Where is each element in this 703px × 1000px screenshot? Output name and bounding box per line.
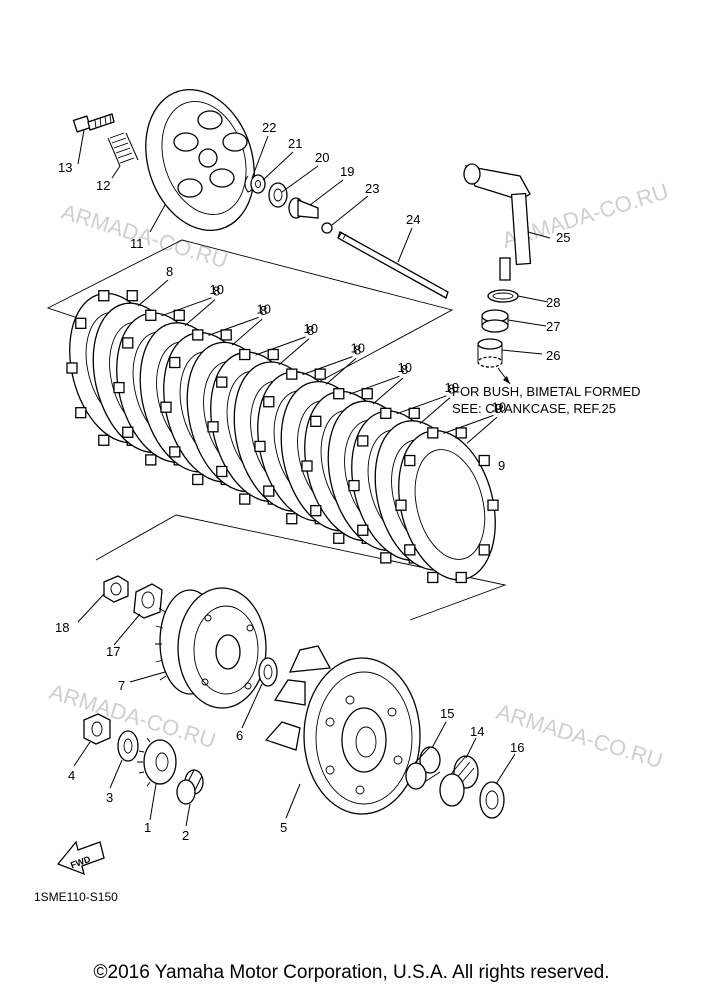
thrust-washer-16 <box>479 781 505 819</box>
lock-washer-17 <box>133 583 163 619</box>
push-rod-19 <box>288 197 319 219</box>
callout-2: 2 <box>182 828 189 843</box>
callout-21: 21 <box>288 136 302 151</box>
clutch-plate-stack <box>66 290 499 584</box>
clutch-boss-7 <box>155 587 267 709</box>
callout-labels: 1 2 3 4 5 6 7 9 11 12 13 14 15 16 17 18 … <box>55 120 570 843</box>
nut-18 <box>103 575 129 603</box>
plate-callout: 10 <box>492 399 506 414</box>
callout-13: 13 <box>58 160 72 175</box>
callout-15: 15 <box>440 706 454 721</box>
callout-17: 17 <box>106 644 120 659</box>
bearing-20 <box>268 182 288 208</box>
callout-3: 3 <box>106 790 113 805</box>
plate-leader-line <box>184 299 216 326</box>
plate-callout: 8 <box>213 284 220 299</box>
diagram-code: 1SME110-S150 <box>34 890 118 904</box>
washer-6 <box>258 657 278 687</box>
washer-3 <box>117 730 139 762</box>
callout-26: 26 <box>546 348 560 363</box>
nut-4 <box>83 713 111 745</box>
plate-leader-line <box>278 338 310 366</box>
collar-2 <box>176 769 204 805</box>
callout-24: 24 <box>406 212 420 227</box>
plate-callout: 10 <box>210 282 224 297</box>
plate-leader-line <box>208 316 259 336</box>
callout-28: 28 <box>546 295 560 310</box>
callout-5: 5 <box>280 820 287 835</box>
plate-leader-line <box>443 414 494 434</box>
copyright-notice: ©2016 Yamaha Motor Corporation, U.S.A. A… <box>93 962 610 983</box>
washer-21 <box>250 174 266 194</box>
note-line-1: FOR BUSH, BIMETAL FORMED <box>452 384 641 399</box>
plate-leader-line <box>161 297 212 317</box>
callout-22: 22 <box>262 120 276 135</box>
plate-callout: 10 <box>304 321 318 336</box>
callout-7: 7 <box>118 678 125 693</box>
callout-19: 19 <box>340 164 354 179</box>
watermark-5: ARMADA-CO.RU <box>494 699 666 773</box>
push-lever-shaft-25 <box>463 163 532 281</box>
bearing-27 <box>481 309 509 333</box>
plate-callout: 8 <box>260 303 267 318</box>
callout-4: 4 <box>68 768 75 783</box>
plate-leader-line <box>419 397 451 424</box>
callout-27: 27 <box>546 319 560 334</box>
plate-leader-line <box>466 416 498 444</box>
plate-callout: 10 <box>351 341 365 356</box>
plate-callout: 9 <box>495 401 502 416</box>
callout-25: 25 <box>556 230 570 245</box>
bolt-13 <box>72 113 115 133</box>
callout-14: 14 <box>470 724 484 739</box>
bush-26 <box>477 338 511 385</box>
push-rod-24 <box>337 231 449 299</box>
friction-plate <box>395 427 499 584</box>
fwd-arrow-icon: FWD <box>56 840 105 876</box>
plate-leader-line <box>372 377 404 405</box>
plate-leader-line <box>349 375 400 395</box>
callout-1: 1 <box>144 820 151 835</box>
callout-9: 9 <box>498 458 505 473</box>
callout-18: 18 <box>55 620 69 635</box>
plate-leader-line <box>302 356 353 376</box>
callout-16: 16 <box>510 740 524 755</box>
needle-bearing-14 <box>439 755 479 807</box>
plate-callout: 8 <box>166 264 173 279</box>
leader-lines <box>73 129 551 827</box>
pressure-plate-11 <box>145 89 255 231</box>
note-line-2: SEE: CRANKCASE, REF.25 <box>452 401 616 416</box>
plate-callout: 10 <box>445 380 459 395</box>
plate-callout: 8 <box>307 323 314 338</box>
spacer-15 <box>405 746 441 790</box>
plate-callout: 10 <box>398 360 412 375</box>
primary-drive-gear-1 <box>137 737 177 787</box>
plate-leader-line <box>325 358 357 385</box>
plate-leader-line <box>255 336 306 356</box>
ball-23 <box>321 222 333 234</box>
clutch-housing-5 <box>264 645 421 815</box>
plate-callout: 8 <box>354 342 361 357</box>
plate-leader-line <box>396 395 447 415</box>
callout-12: 12 <box>96 178 110 193</box>
plate-callout: 10 <box>257 301 271 316</box>
clutch-spring-12 <box>107 132 139 167</box>
callout-20: 20 <box>315 150 329 165</box>
callout-6: 6 <box>236 728 243 743</box>
plate-callout: 8 <box>448 382 455 397</box>
plate-leader-line <box>231 318 263 346</box>
callout-11: 11 <box>130 236 144 251</box>
oil-seal-28 <box>487 289 519 303</box>
plate-callout: 8 <box>401 362 408 377</box>
callout-23: 23 <box>365 181 379 196</box>
plate-leader-line <box>137 279 169 307</box>
